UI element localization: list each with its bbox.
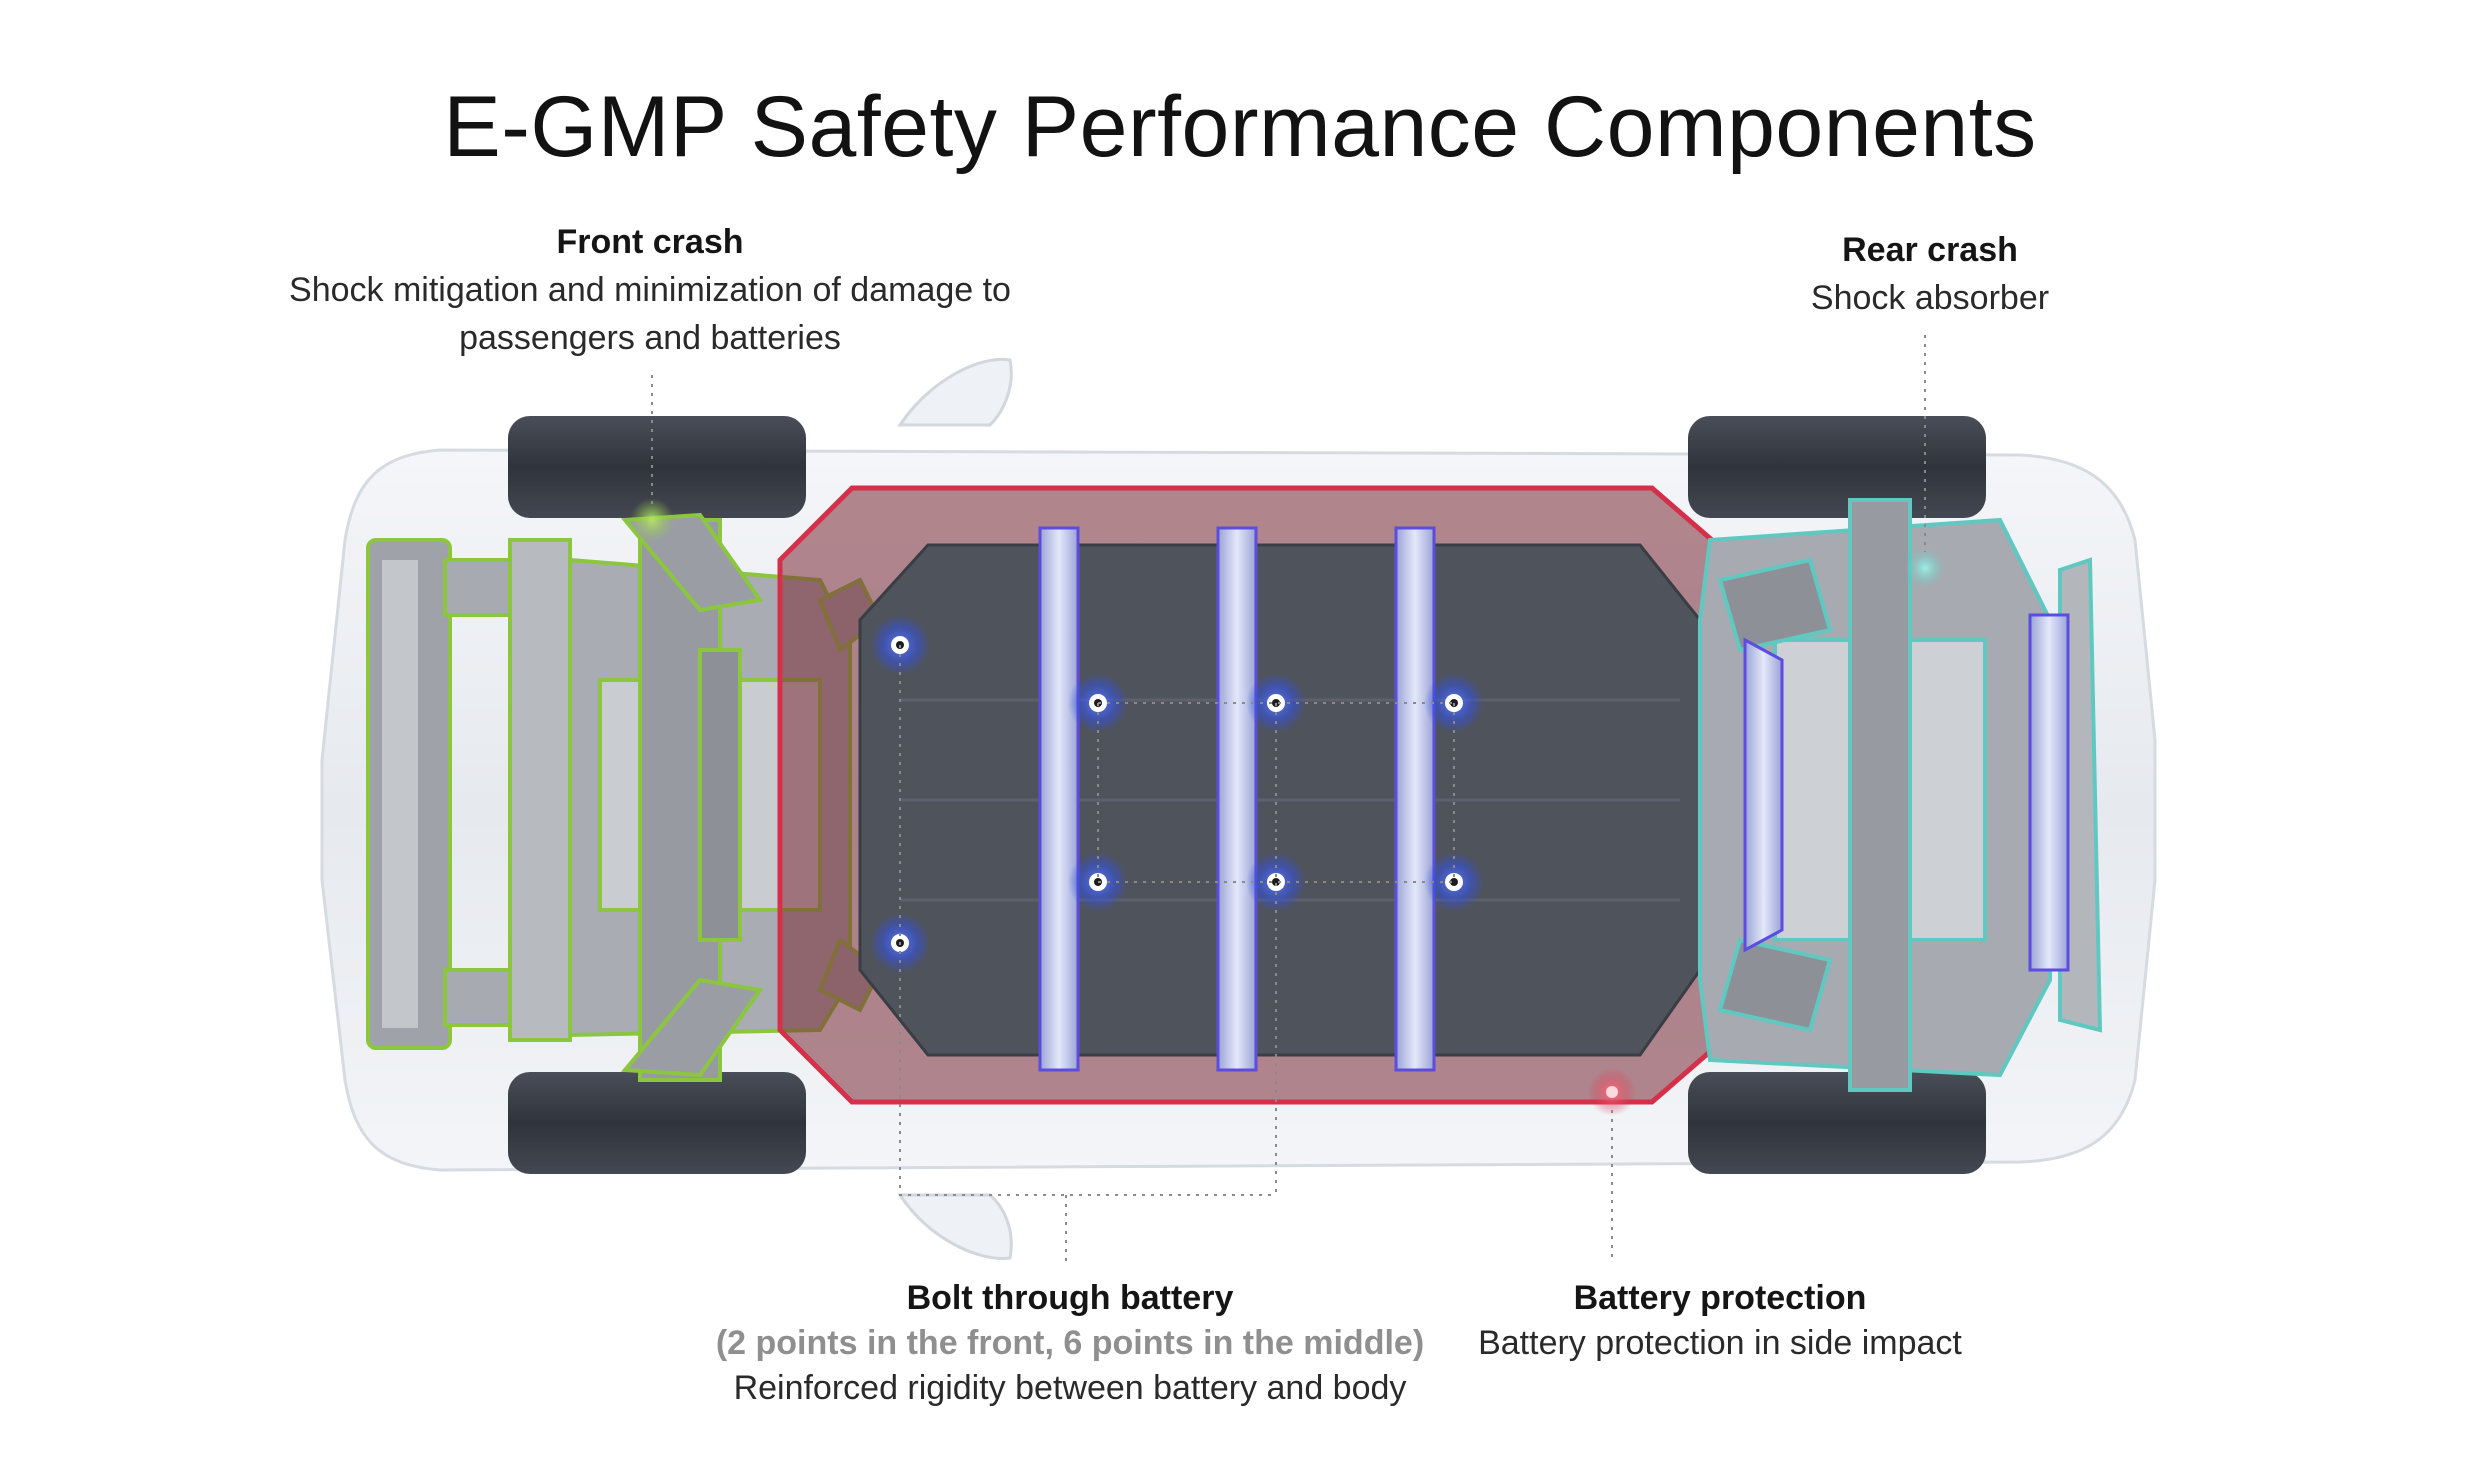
page-title: E-GMP Safety Performance Components xyxy=(443,79,2037,175)
callout-battery-protection: Battery protection Battery protection in… xyxy=(1420,1276,2020,1366)
tire-rear-left xyxy=(1688,416,1986,518)
callout-bolt-note: (2 points in the front, 6 points in the … xyxy=(715,1324,1425,1362)
callout-rear-crash-heading: Rear crash xyxy=(1842,231,2018,269)
callout-battery-protection-line-1: Battery protection in side impact xyxy=(1478,1324,1962,1362)
callout-front-crash: Front crash Shock mitigation and minimiz… xyxy=(230,218,1070,362)
leader-bolt-front xyxy=(899,645,1276,1196)
front-crash-marker xyxy=(630,498,674,542)
leader-bolt-grid xyxy=(1097,702,1455,1195)
cross-member-2 xyxy=(1216,526,1258,1072)
tire-front-right xyxy=(508,1072,806,1174)
battery-pack xyxy=(858,543,1702,1057)
tires xyxy=(508,416,1986,1174)
leader-lines xyxy=(651,335,1926,1262)
callout-bolt-line-1: Reinforced rigidity between battery and … xyxy=(733,1369,1407,1407)
callout-front-crash-line-1: Shock mitigation and minimization of dam… xyxy=(289,271,1011,309)
battery-protection-marker-core xyxy=(1606,1086,1618,1098)
callout-bolt-heading: Bolt through battery xyxy=(906,1279,1234,1317)
cross-member-3 xyxy=(1394,526,1436,1072)
callout-battery-protection-heading: Battery protection xyxy=(1573,1279,1867,1317)
rear-crash-structure xyxy=(1698,498,2103,1092)
callout-bolt-through-battery: Bolt through battery (2 points in the fr… xyxy=(620,1276,1520,1411)
cross-members xyxy=(1038,526,1436,1072)
rear-crash-marker xyxy=(1905,548,1945,588)
tire-rear-right xyxy=(1688,1072,1986,1174)
bolt-point-middle-5 xyxy=(1246,852,1306,912)
rear-crash-bars xyxy=(1743,613,2070,972)
callout-rear-crash: Rear crash Shock absorber xyxy=(1700,226,2160,322)
callout-front-crash-line-2: passengers and batteries xyxy=(459,319,841,357)
bolt-point-middle-6 xyxy=(1424,852,1484,912)
callout-rear-crash-line-1: Shock absorber xyxy=(1810,279,2050,317)
tire-front-left xyxy=(508,416,806,518)
cross-member-1 xyxy=(1038,526,1080,1072)
callout-front-crash-heading: Front crash xyxy=(556,223,744,261)
